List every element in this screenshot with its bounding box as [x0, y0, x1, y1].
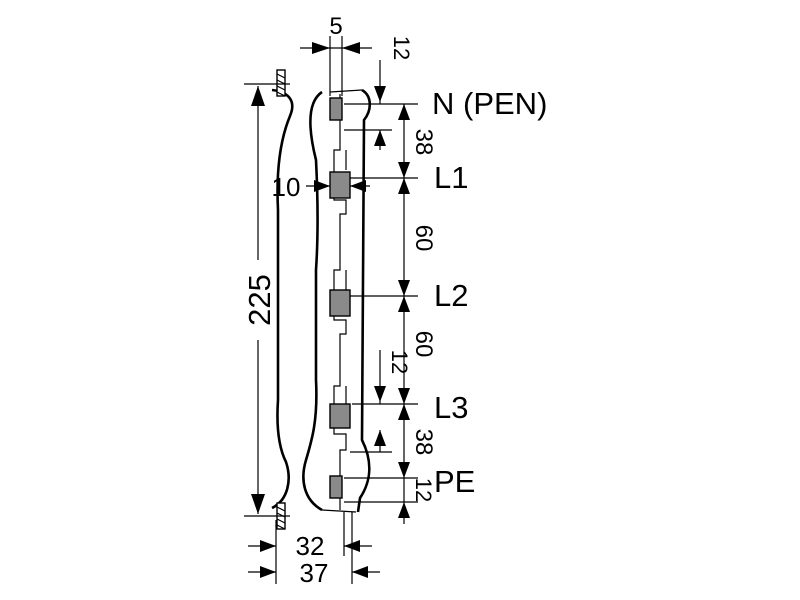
dim-label-l2-to-l3: 60	[410, 331, 437, 358]
dim-label-l2-gap: 12	[387, 350, 412, 374]
dim-label-n-to-l1: 38	[410, 129, 437, 156]
dim-label-top-width: 5	[329, 13, 342, 40]
busbar-l1	[329, 171, 351, 199]
dim-label-bar-thickness: 10	[272, 172, 301, 202]
dim-depth	[248, 512, 380, 584]
dim-overall-height	[244, 83, 290, 517]
busbar-n-pen	[329, 97, 343, 121]
holder-body-outline	[271, 88, 372, 513]
dim-right-chain	[344, 103, 418, 524]
busbar-l2	[329, 289, 351, 317]
dim-label-l1-to-l2: 60	[410, 225, 437, 252]
dim-label-depth-inner: 32	[296, 531, 325, 561]
mounting-foot-top	[276, 69, 286, 97]
conductor-label-pe: PE	[434, 464, 475, 499]
dim-bar-thickness	[306, 180, 370, 192]
conductor-label-l1: L1	[434, 160, 468, 195]
busbar-pe	[329, 475, 343, 499]
dim-label-top-offset: 12	[389, 36, 414, 60]
dim-label-pe-offset: 12	[411, 478, 436, 502]
dim-label-l3-to-pe: 38	[410, 429, 437, 456]
conductor-label-l3: L3	[434, 390, 468, 425]
dim-label-overall-height: 225	[242, 274, 277, 326]
dim-top-width	[300, 36, 372, 96]
busbar-l3	[329, 403, 351, 429]
dim-top-offset	[374, 60, 386, 104]
conductor-label-l2: L2	[434, 278, 468, 313]
dim-label-depth-outer: 37	[300, 558, 329, 588]
conductor-label-n-pen: N (PEN)	[432, 86, 547, 121]
